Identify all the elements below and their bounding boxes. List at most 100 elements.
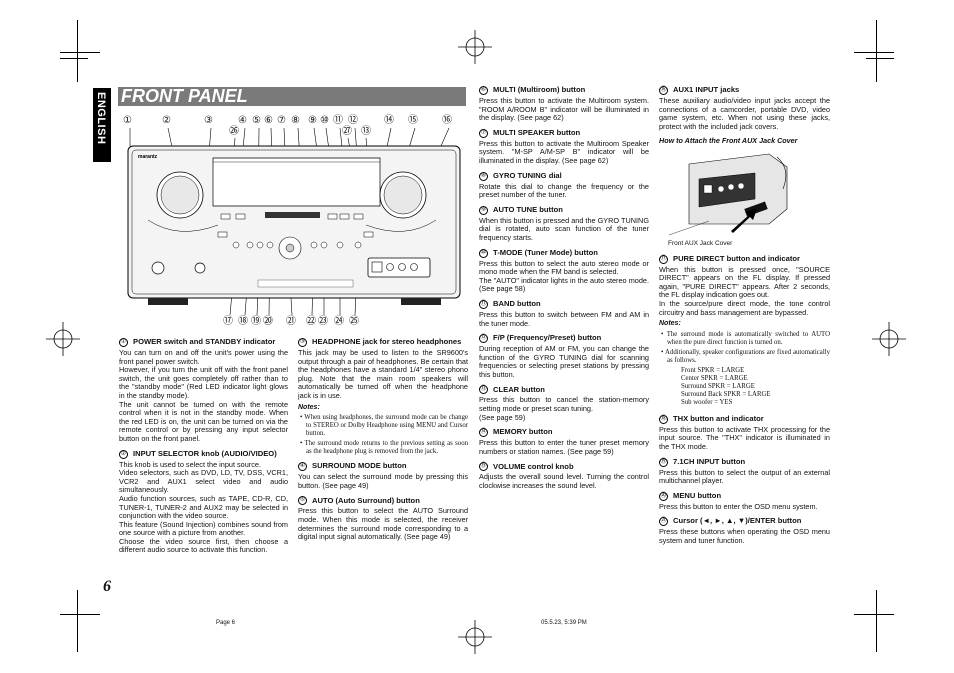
item-title: 7.1CH INPUT button [673,456,746,466]
item-body: Press this button to select the output o… [659,467,830,486]
column-4: ⑯ AUX1 INPUT jacks These auxiliary audio/… [659,86,830,551]
item-title: BAND button [493,299,541,309]
item-number: ⑭ [479,428,488,438]
item-title: VOLUME control knob [493,461,574,471]
item-number: ⑫ [479,334,488,344]
item-title: MULTI SPEAKER button [493,127,581,137]
item-title: INPUT SELECTOR knob (AUDIO/VIDEO) [133,448,277,458]
item-number: ⑤ [298,496,307,506]
item-body: Press this button to switch between FM a… [479,309,649,328]
registration-mark-icon [46,322,80,356]
callout-number: ⑲ [251,316,261,327]
item-title: AUTO (Auto Surround) button [312,495,420,505]
crop-mark [866,58,894,59]
item-number: ② [119,449,128,459]
item-number: ⑪ [479,299,488,309]
item-body: Adjusts the overall sound level. Turning… [479,472,649,491]
item-body: These auxiliary audio/video input jacks … [659,96,830,131]
config-line: Front SPKR = LARGE [681,366,745,374]
callout-number: ⑦ [277,115,286,126]
item-aux1: ⑯ AUX1 INPUT jacks These auxiliary audio/… [659,86,830,131]
item-title: AUTO TUNE button [493,204,563,214]
note: • Additionally, speaker configurations a… [661,348,830,364]
item-number: ⑲ [659,457,668,467]
config-line: Sub woofer = YES [681,398,733,406]
callout-number: ② [162,115,171,126]
item-number: ⑮ [479,462,488,472]
callout-number: ⑤ [252,115,261,126]
callout-number: ⑳ [263,316,273,327]
crop-mark [60,52,100,53]
callout-number: ③ [204,115,213,126]
section-title-bar: FRONT PANEL [118,86,466,106]
callout-number: ⑫ [348,115,358,126]
callout-number: ⑬ [361,126,371,137]
item-body: Press this button to enter the OSD menu … [659,501,818,511]
callout-number: ⑥ [264,115,273,126]
crop-mark [876,590,877,652]
item-number: ⑯ [659,86,668,95]
page-number: 6 [103,578,111,595]
registration-mark-icon [458,620,492,654]
note: • The surround mode returns to the previ… [300,440,468,456]
item-body: Press this button to activate the Multir… [479,138,649,165]
item-title: T-MODE (Tuner Mode) button [493,247,598,257]
item-body: Press this button to cancel the station-… [479,395,649,422]
crop-mark [854,614,894,615]
registration-mark-icon [458,30,492,64]
item-title: CLEAR button [493,384,545,394]
item-number: ㉑ [659,517,668,527]
item-body: Rotate this dial to change the frequency… [479,181,649,200]
receiver-drawing: marantz [127,127,461,316]
item-title: AUX1 INPUT jacks [673,85,740,95]
config-line: Surround Back SPKR = LARGE [681,390,771,398]
item-body: When this button is pressed once, "SOURC… [659,264,830,317]
item-title: POWER switch and STANDBY indicator [133,337,276,347]
item-title: MEMORY button [493,427,553,437]
item-number: ⑨ [479,205,488,215]
how-to-heading: How to Attach the Front AUX Jack Cover [659,136,798,146]
callout-number: ㉒ [306,316,316,327]
crop-mark [876,20,877,82]
config-line: Surround SPKR = LARGE [681,382,755,390]
footer-page-label: Page 6 [216,620,236,626]
notes-title: Notes: [659,320,681,328]
config-line: Center SPKR = LARGE [681,374,748,382]
callout-number: ㉕ [349,316,359,327]
callout-number: ⑧ [291,115,300,126]
item-body: Press this button to select the auto ste… [479,258,649,294]
footer-timestamp: 05.5.23, 5:39 PM [541,620,587,626]
callout-number: ㉔ [334,316,344,327]
callout-number: ㉑ [286,316,296,327]
item-number: ⑩ [479,248,488,258]
language-tab: ENGLISH [93,88,111,162]
item-number: ⑧ [479,171,488,181]
item-number: ④ [298,462,307,472]
callout-number: ⑩ [320,115,329,126]
item-number: ⑰ [659,254,668,264]
callout-number: ⑰ [223,316,233,327]
item-body: During reception of AM or FM, you can ch… [479,344,649,379]
callout-number: ⑭ [384,115,394,126]
item-number: ⑥ [479,86,488,95]
callout-number: ⑮ [408,115,418,126]
